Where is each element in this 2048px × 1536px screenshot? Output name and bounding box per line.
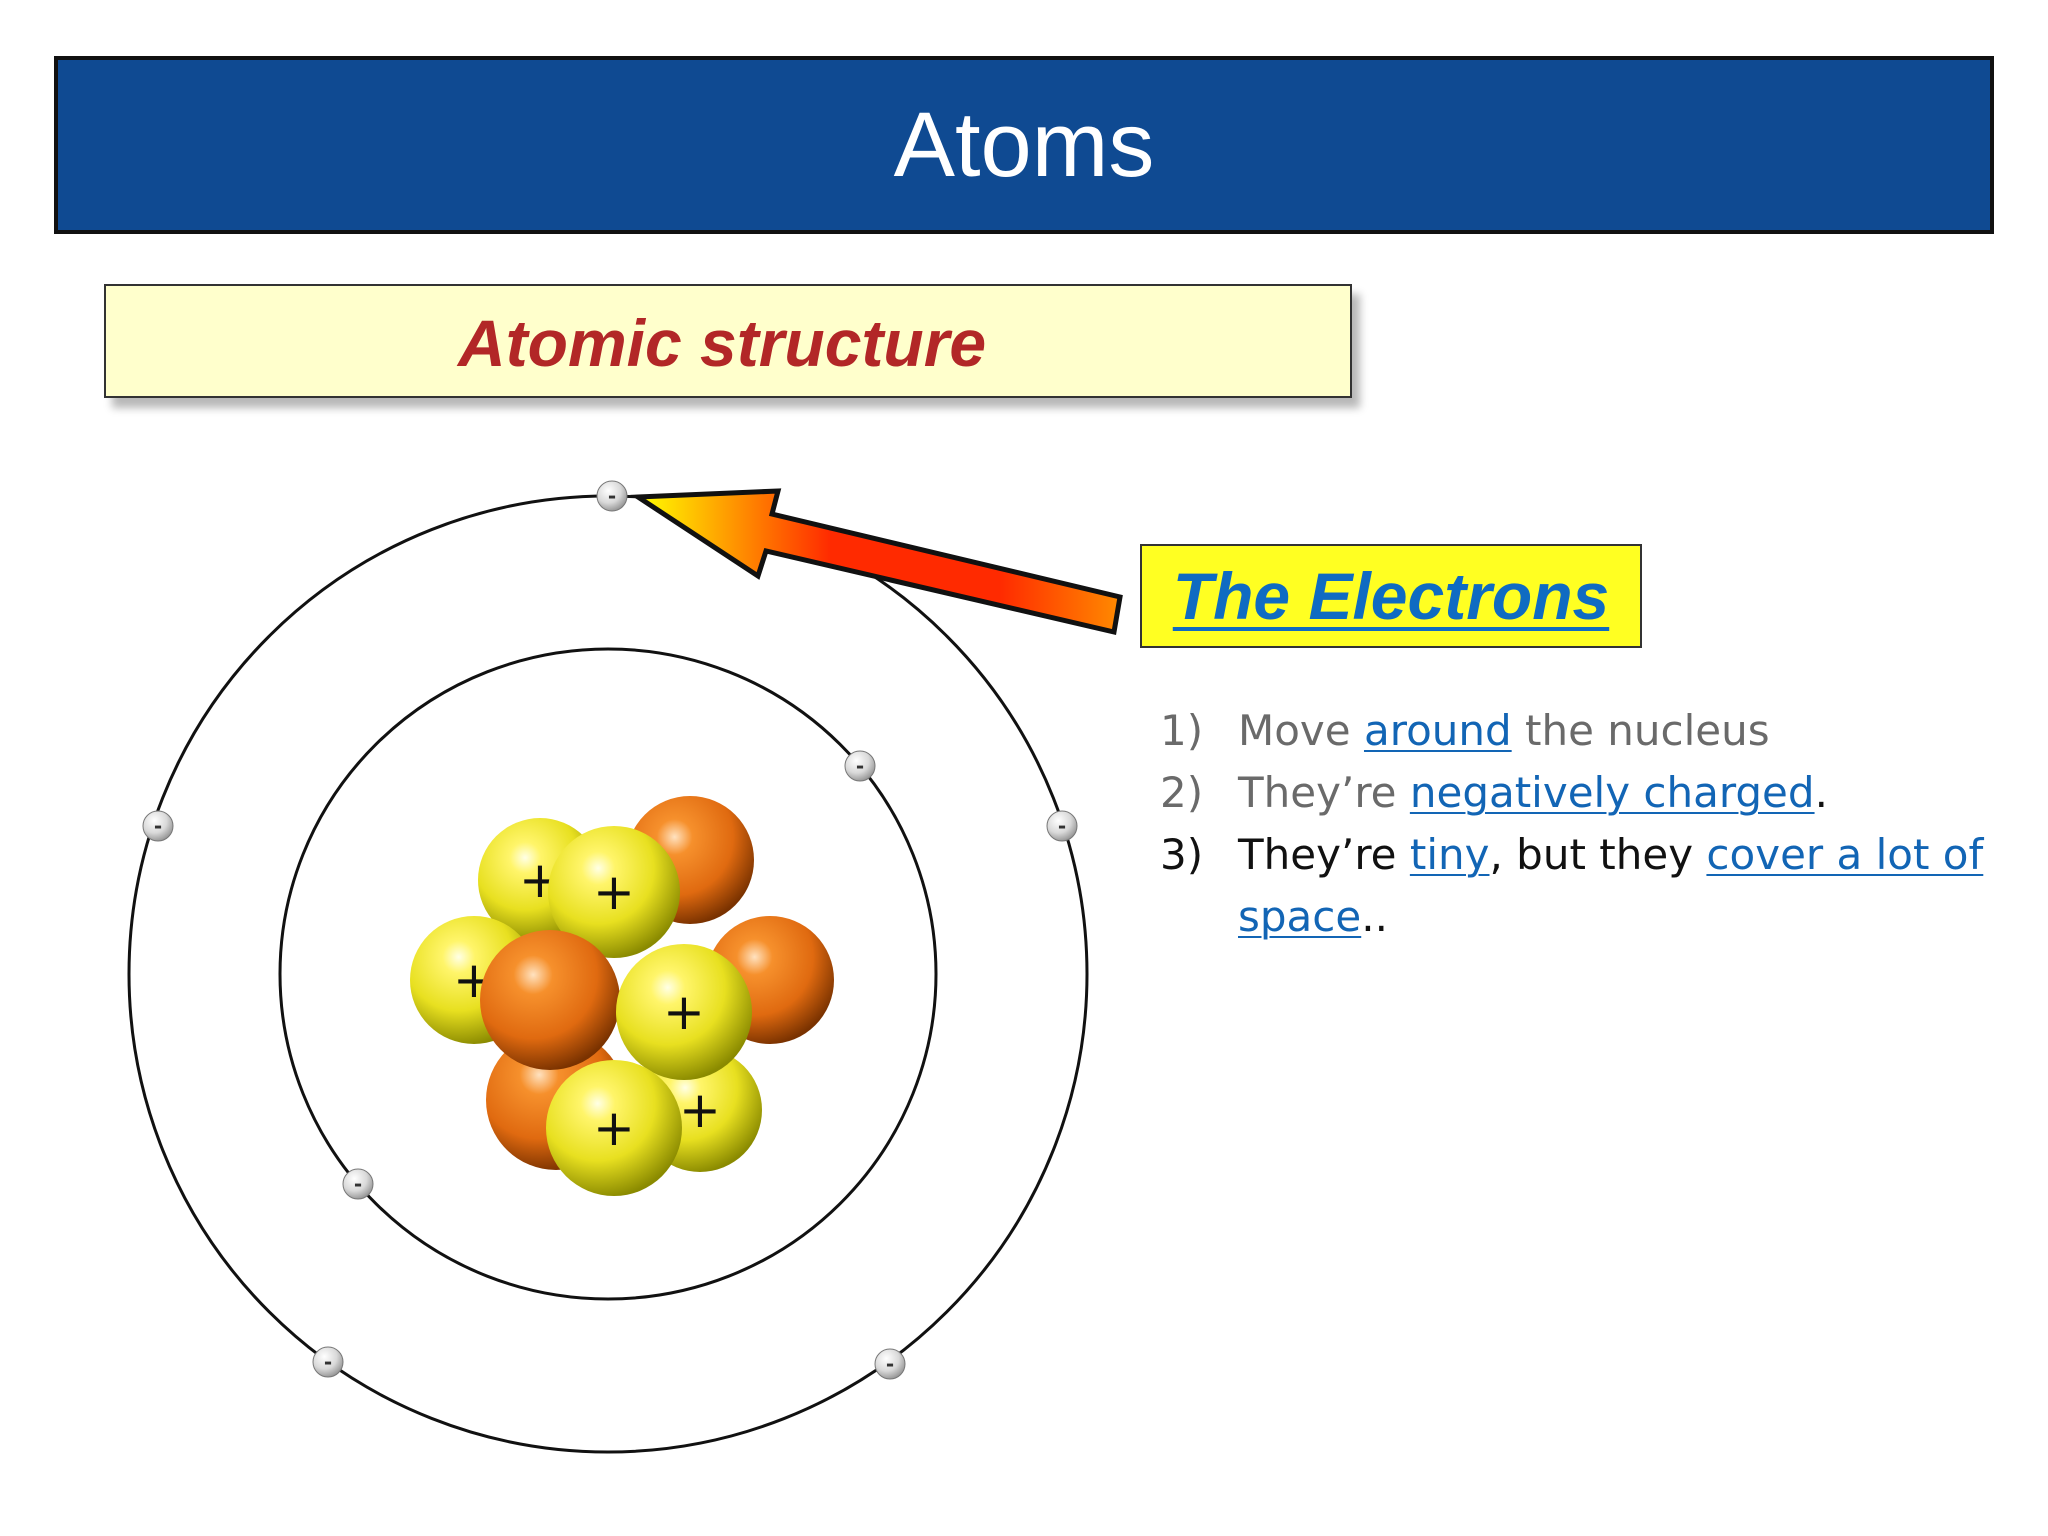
fact-text-part: They’re [1238, 768, 1410, 817]
electron [874, 1348, 906, 1380]
fact-link-cover-a-lot-of-space[interactable]: cover a lot of space [1238, 830, 1984, 941]
title-bar: Atoms [54, 56, 1994, 234]
proton-plus-sign: + [679, 1081, 721, 1139]
electrons-callout-label[interactable]: The Electrons [1172, 559, 1610, 633]
electron [342, 1168, 374, 1200]
electrons: - - - - - - - [142, 480, 1078, 1380]
electron [142, 810, 174, 842]
fact-number: 3) [1160, 830, 1204, 879]
fact-text-part: the nucleus [1511, 706, 1770, 755]
nucleus: ++++++ [410, 796, 834, 1196]
proton [546, 1060, 682, 1196]
electron-minus-sign: - [324, 1350, 332, 1374]
proton [548, 826, 680, 958]
proton-plus-sign: + [593, 863, 635, 921]
proton-plus-sign: + [663, 983, 705, 1041]
neutron [480, 930, 620, 1070]
fact-item: 2) They’re negatively charged. [1160, 762, 2020, 824]
fact-item: 1) Move around the nucleus [1160, 700, 2020, 762]
fact-text-part: . [1814, 768, 1828, 817]
pointer-arrow [630, 488, 1123, 636]
electron [312, 1346, 344, 1378]
electron [1046, 810, 1078, 842]
fact-text: Move around the nucleus [1238, 700, 2020, 762]
slide-title: Atoms [893, 94, 1155, 196]
subtitle-box: Atomic structure [104, 284, 1352, 398]
fact-link-tiny[interactable]: tiny [1409, 830, 1490, 879]
proton-plus-sign: + [593, 1099, 635, 1157]
electron [844, 750, 876, 782]
proton [616, 944, 752, 1080]
electron-minus-sign: - [154, 814, 162, 838]
fact-text: They’re negatively charged. [1238, 762, 2020, 824]
fact-text-part: They’re [1238, 830, 1410, 879]
fact-number: 1) [1160, 706, 1204, 755]
fact-number: 2) [1160, 768, 1204, 817]
fact-text: They’re tiny, but they cover a lot of sp… [1238, 824, 2020, 948]
fact-link-around[interactable]: around [1363, 706, 1512, 755]
inner-orbit [278, 647, 938, 1301]
electron-minus-sign: - [608, 484, 616, 508]
fact-item: 3) They’re tiny, but they cover a lot of… [1160, 824, 2020, 948]
electron-minus-sign: - [1058, 814, 1066, 838]
electron-minus-sign: - [856, 754, 864, 778]
fact-text-part: , but they [1489, 830, 1707, 879]
electrons-callout: The Electrons [1140, 544, 1642, 648]
electron-minus-sign: - [886, 1352, 894, 1376]
fact-text-part: .. [1361, 892, 1388, 941]
fact-text-part: Move [1238, 706, 1364, 755]
slide-subtitle: Atomic structure [458, 306, 987, 380]
electron-facts-list: 1) Move around the nucleus 2) They’re ne… [1160, 700, 2020, 948]
fact-link-negatively-charged[interactable]: negatively charged [1409, 768, 1815, 817]
electron [596, 480, 628, 512]
electron-minus-sign: - [354, 1172, 362, 1196]
